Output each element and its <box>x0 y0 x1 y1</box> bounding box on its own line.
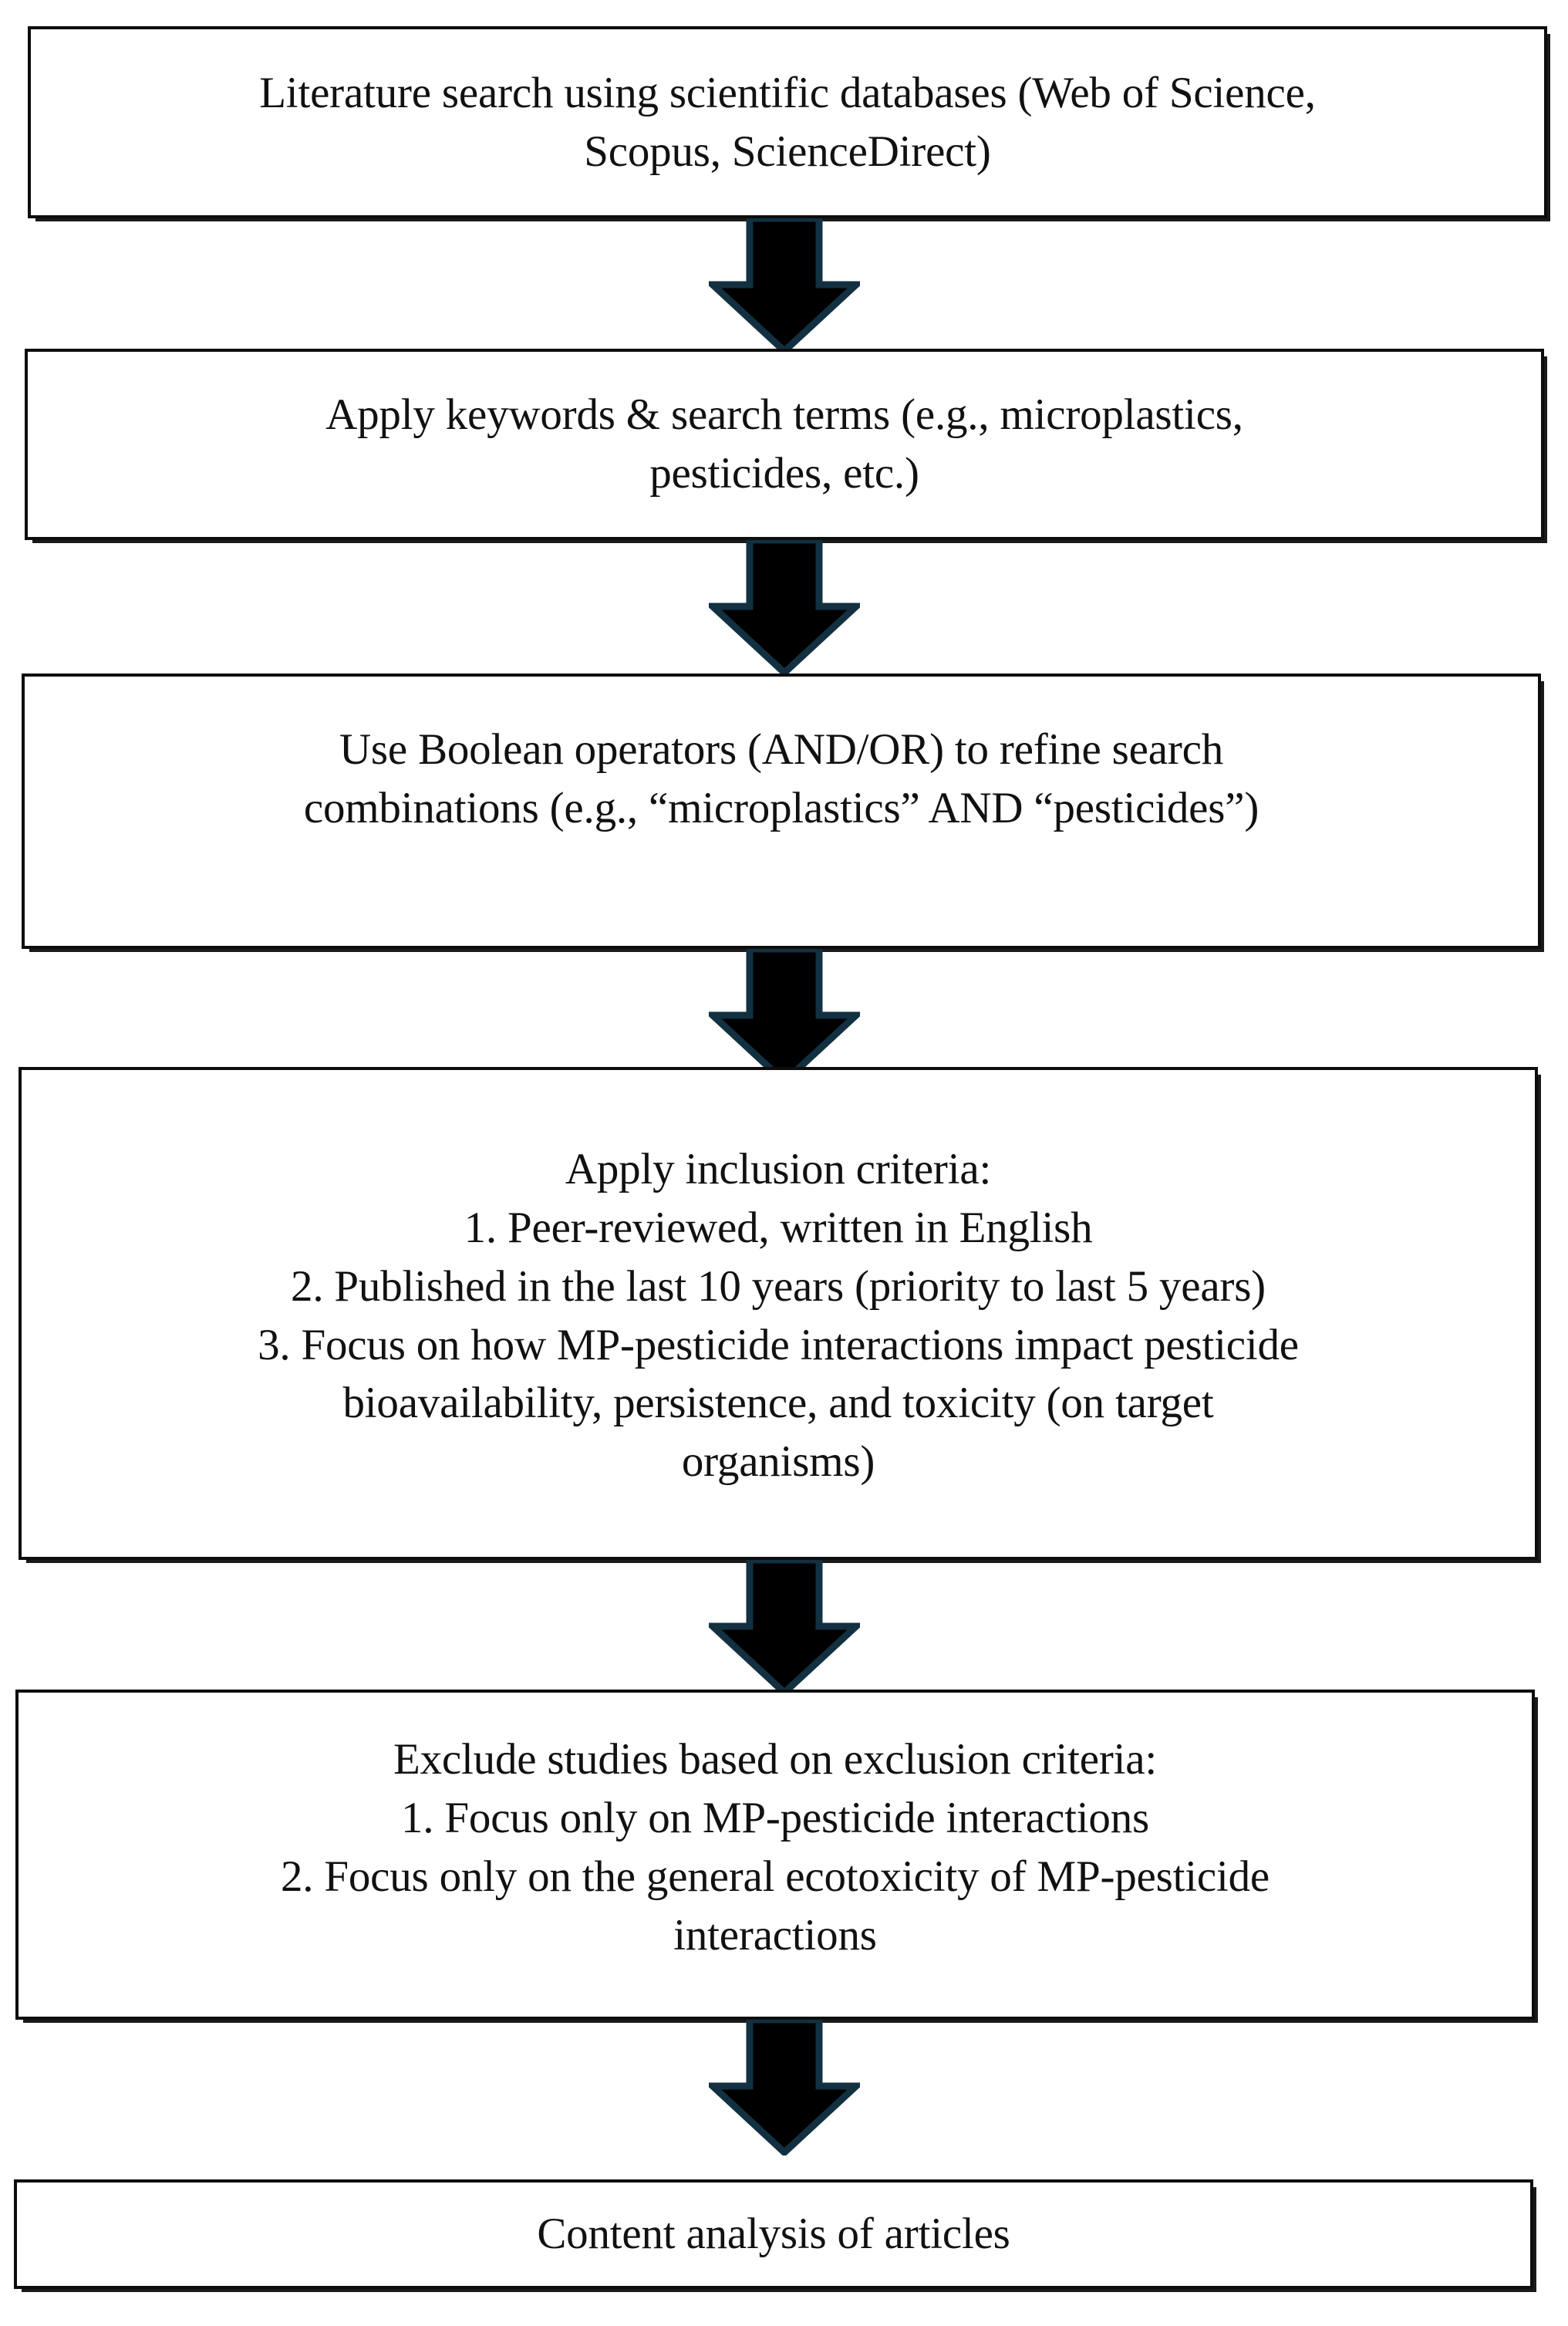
flow-node-text: Content analysis of articles <box>17 2205 1530 2264</box>
flow-node-line: Apply inclusion criteria: <box>565 1145 992 1194</box>
flow-node-inclusion-criteria: Apply inclusion criteria: 1. Peer-review… <box>19 1067 1538 1560</box>
flow-node-text: Use Boolean operators (AND/OR) to refine… <box>25 721 1538 903</box>
flow-node-literature-search: Literature search using scientific datab… <box>28 26 1547 218</box>
down-arrow-icon <box>708 540 860 676</box>
flow-node-line: 3. Focus on how MP-pesticide interaction… <box>258 1320 1299 1369</box>
flow-node-line: Use Boolean operators (AND/OR) to refine… <box>339 724 1224 774</box>
flow-node-line: bioavailability, persistence, and toxici… <box>342 1379 1214 1428</box>
flow-node-line: 2. Focus only on the general ecotoxicity… <box>280 1852 1270 1901</box>
down-arrow-icon <box>708 2020 860 2156</box>
flow-node-text: Apply keywords & search terms (e.g., mic… <box>28 386 1541 503</box>
flow-node-line: interactions <box>673 1910 877 1960</box>
flow-node-line: 1. Peer-reviewed, written in English <box>464 1203 1093 1252</box>
flow-node-content-analysis: Content analysis of articles <box>14 2179 1533 2289</box>
flow-node-text: Apply inclusion criteria: 1. Peer-review… <box>22 1136 1535 1491</box>
flow-node-line: 2. Published in the last 10 years (prior… <box>291 1261 1266 1311</box>
flow-node-line: Exclude studies based on exclusion crite… <box>393 1735 1157 1784</box>
flow-node-boolean-operators: Use Boolean operators (AND/OR) to refine… <box>22 673 1541 949</box>
flow-node-line: Scopus, ScienceDirect) <box>584 127 991 176</box>
flow-node-line: combinations (e.g., “microplastics” AND … <box>303 783 1259 832</box>
flow-node-line: Literature search using scientific datab… <box>259 68 1316 117</box>
flow-node-line: pesticides, etc.) <box>649 449 919 498</box>
flow-node-text: Exclude studies based on exclusion crite… <box>19 1730 1532 1978</box>
flow-node-apply-keywords: Apply keywords & search terms (e.g., mic… <box>25 349 1544 540</box>
flow-node-line: organisms) <box>681 1437 875 1487</box>
flow-node-line: Apply keywords & search terms (e.g., mic… <box>325 390 1243 440</box>
down-arrow-icon <box>708 1560 860 1696</box>
down-arrow-icon <box>708 218 860 354</box>
flow-node-line: Content analysis of articles <box>537 2210 1010 2259</box>
down-arrow-icon <box>708 949 860 1085</box>
flow-node-exclusion-criteria: Exclude studies based on exclusion crite… <box>15 1690 1535 2020</box>
flow-node-text: Literature search using scientific datab… <box>31 64 1544 181</box>
flow-node-line: 1. Focus only on MP-pesticide interactio… <box>401 1794 1149 1843</box>
